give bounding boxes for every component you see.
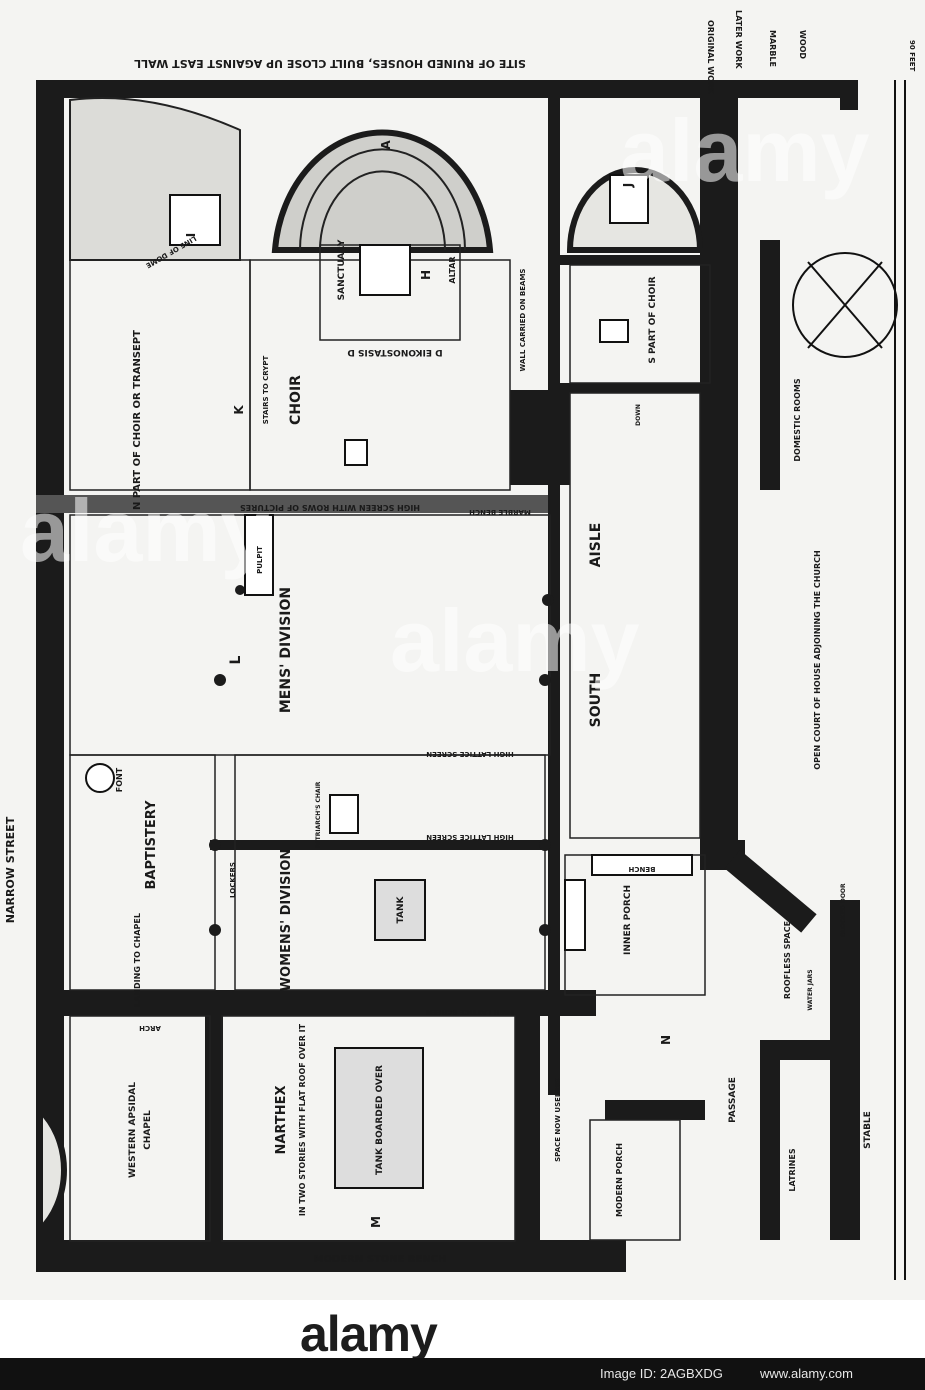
label-wall-carried: WALL CARRIED ON BEAMS xyxy=(519,269,527,372)
label-pulpit: PULPIT xyxy=(256,546,264,574)
label-n-part-of-choir: N PART OF CHOIR OR TRANSEPT xyxy=(132,330,143,510)
letter-m: M xyxy=(369,1216,383,1228)
label-roofless-space: ROOFLESS SPACE xyxy=(783,921,792,999)
label-later-work: LATER WORK xyxy=(734,10,743,69)
site-url-text: www.alamy.com xyxy=(760,1366,853,1381)
label-high-screen: HIGH SCREEN WITH ROWS OF PICTURES xyxy=(240,503,420,512)
label-wood: WOOD xyxy=(798,30,807,59)
label-down: DOWN xyxy=(635,404,642,426)
label-space-useless: SPACE NOW USELESS xyxy=(554,1078,562,1162)
label-narthex-sub: IN TWO STORIES WITH FLAT ROOF OVER IT xyxy=(298,1023,307,1216)
label-site-of-ruined: SITE OF RUINED HOUSES, BUILT CLOSE UP AG… xyxy=(134,57,526,70)
labels: SITE OF RUINED HOUSES, BUILT CLOSE UP AG… xyxy=(4,10,916,1265)
label-high-lattice-1: HIGH LATTICE SCREEN xyxy=(426,750,514,758)
label-stairs-to-crypt: STAIRS TO CRYPT xyxy=(262,356,270,425)
label-lockers: LOCKERS xyxy=(229,862,237,898)
letter-n: N xyxy=(659,1035,673,1045)
label-marble-bench: MARBLE BENCH xyxy=(469,508,531,516)
label-tank: TANK xyxy=(396,896,406,924)
label-inner-porch: INNER PORCH xyxy=(623,885,633,955)
label-chapel: CHAPEL xyxy=(143,1110,153,1150)
scale-bar xyxy=(894,80,906,1280)
label-choir: CHOIR xyxy=(288,375,304,425)
letter-k: K xyxy=(232,405,246,415)
label-passage: PASSAGE xyxy=(728,1077,738,1123)
label-open-court: OPEN COURT OF HOUSE ADJOINING THE CHURCH xyxy=(813,550,822,769)
label-original-work: ORIGINAL WORK xyxy=(706,20,715,95)
label-modern-porch: MODERN PORCH xyxy=(615,1143,624,1217)
label-narthex: NARTHEX xyxy=(274,1085,289,1154)
label-high-lattice-3: HIGH LATTICE SCREEN xyxy=(426,1008,514,1016)
label-baptistery: BAPTISTERY xyxy=(144,800,159,890)
label-domestic-rooms: DOMESTIC ROOMS xyxy=(793,378,802,461)
label-water-jars: WATER JARS xyxy=(807,969,814,1010)
label-tank-boarded: TANK BOARDED OVER xyxy=(375,1065,385,1175)
alamy-footer: Image ID: 2AGBXDG www.alamy.com xyxy=(0,1358,925,1390)
label-sanctuary: SANCTUARY xyxy=(337,239,347,300)
label-south: SOUTH xyxy=(588,673,604,728)
label-s-part-of-choir: S PART OF CHOIR xyxy=(648,276,658,363)
label-marble: MARBLE xyxy=(768,30,777,67)
label-stable: STABLE xyxy=(863,1111,873,1149)
letter-j: J xyxy=(621,183,635,188)
label-patriarchs-chair: PATRIARCH'S CHAIR xyxy=(315,781,322,848)
compass-rose xyxy=(792,252,898,358)
label-90-feet: 90 FEET xyxy=(908,40,916,72)
label-blocked-door: BLOCKED DOOR xyxy=(840,883,847,937)
image-id-text: Image ID: 2AGBXDG xyxy=(600,1366,723,1381)
label-landing-to-chapel: LANDING TO CHAPEL xyxy=(133,913,142,1007)
label-modern-bench: MODERN STONE BENCH xyxy=(314,1254,447,1265)
label-womens-division: WOMENS' DIVISION xyxy=(279,849,294,992)
alamy-logo: alamy xyxy=(300,1306,438,1362)
label-high-lattice-2: HIGH LATTICE SCREEN xyxy=(426,833,514,841)
label-font: FONT xyxy=(115,767,124,792)
furniture xyxy=(85,174,693,1189)
label-narrow-street: NARROW STREET xyxy=(4,816,17,923)
label-altar: ALTAR xyxy=(448,256,457,283)
label-bench: BENCH xyxy=(628,865,655,873)
label-mens-division: MENS' DIVISION xyxy=(278,587,294,713)
label-western-apsidal: WESTERN APSIDAL xyxy=(128,1082,138,1178)
letter-a: A xyxy=(379,140,393,150)
letter-l: L xyxy=(228,655,244,664)
label-aisle: AISLE xyxy=(588,523,604,568)
letter-h: H xyxy=(419,270,433,280)
label-latrines: LATRINES xyxy=(788,1148,797,1191)
label-arch: ARCH xyxy=(139,1024,161,1032)
label-eikonostasis: D EIKONOSTASIS D xyxy=(347,347,442,357)
letter-i: I xyxy=(184,233,198,237)
